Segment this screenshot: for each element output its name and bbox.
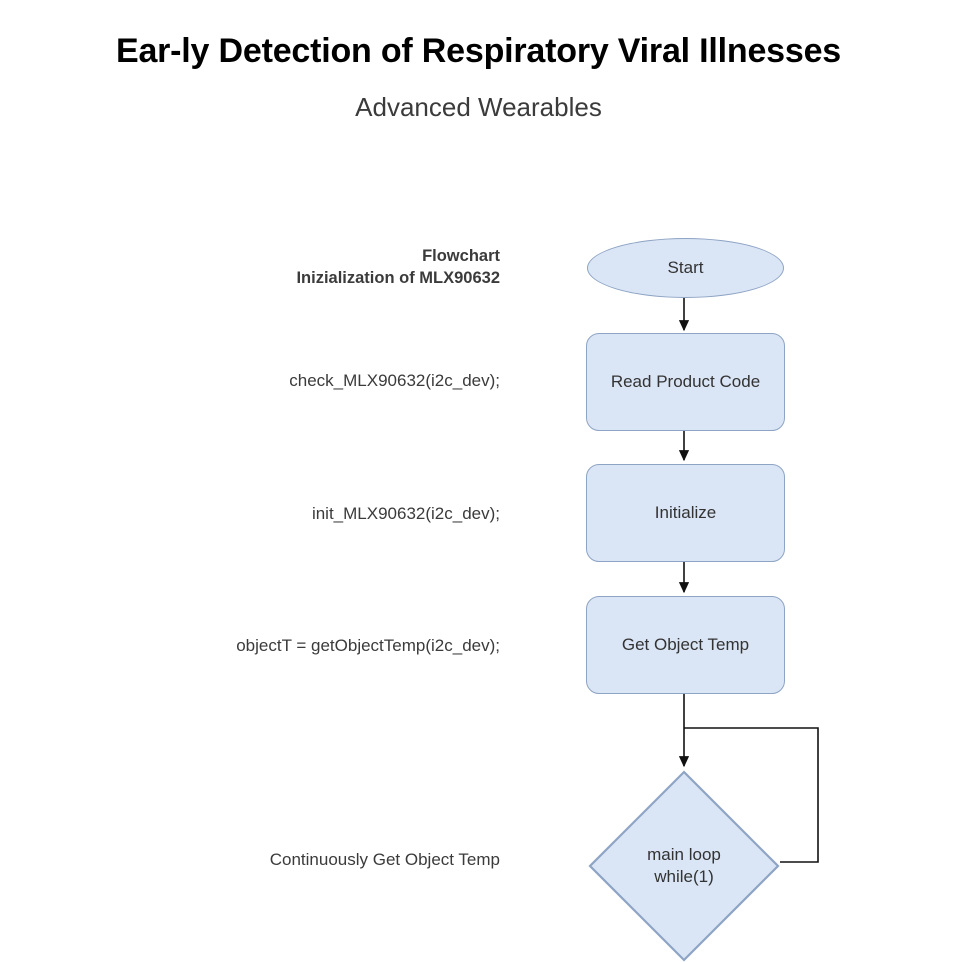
node-initialize-label: Initialize xyxy=(654,503,717,523)
page-subtitle: Advanced Wearables xyxy=(355,92,602,123)
annotation-get-temp-call: objectT = getObjectTemp(i2c_dev); xyxy=(236,636,500,655)
header: Ear-ly Detection of Respiratory Viral Il… xyxy=(0,0,957,123)
page-title: Ear-ly Detection of Respiratory Viral Il… xyxy=(115,32,842,70)
node-start-label: Start xyxy=(667,258,704,278)
annotation-check-call: check_MLX90632(i2c_dev); xyxy=(289,371,500,390)
node-main-loop-label: main loop while(1) xyxy=(647,844,721,886)
node-initialize[interactable]: Initialize xyxy=(586,464,785,562)
node-read-product-code-label: Read Product Code xyxy=(610,372,761,392)
node-main-loop[interactable]: main loop while(1) xyxy=(588,770,780,962)
node-read-product-code[interactable]: Read Product Code xyxy=(586,333,785,431)
annotation-flowchart-title: Flowchart Inizialization of MLX90632 xyxy=(296,247,500,288)
node-get-object-temp[interactable]: Get Object Temp xyxy=(586,596,785,694)
annotation-main-loop-note: Continuously Get Object Temp xyxy=(269,850,500,869)
annotation-init-call: init_MLX90632(i2c_dev); xyxy=(311,504,500,523)
node-start[interactable]: Start xyxy=(587,238,784,298)
node-get-object-temp-label: Get Object Temp xyxy=(621,635,750,655)
